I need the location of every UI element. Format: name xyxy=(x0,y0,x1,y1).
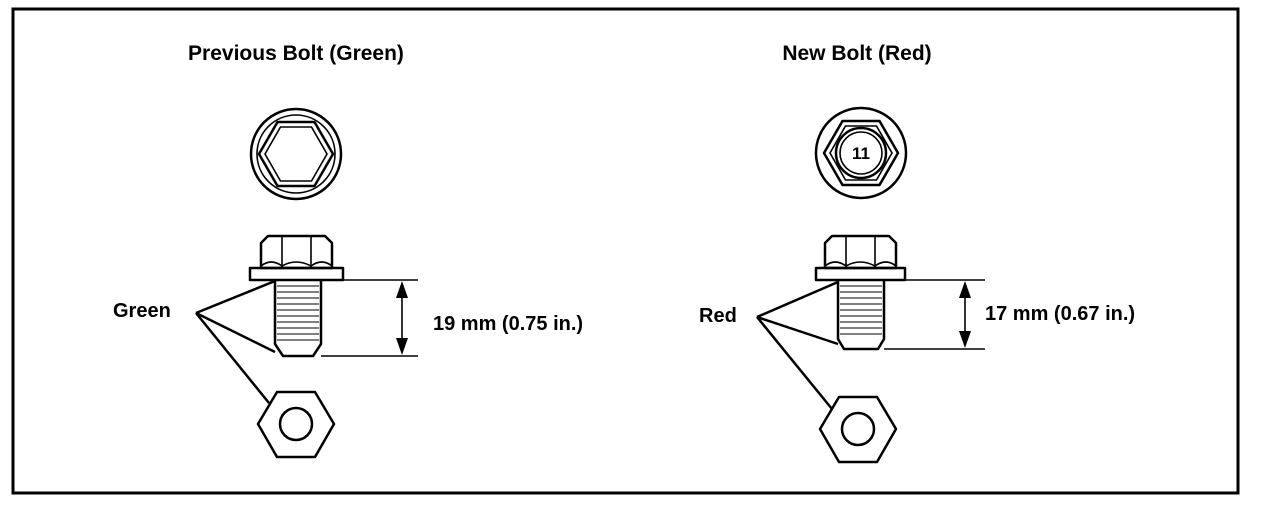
previous-bolt-title: Previous Bolt (Green) xyxy=(188,42,404,65)
diagram-frame xyxy=(11,7,1240,495)
previous-bolt-threads xyxy=(277,285,319,341)
previous-bolt-length-label: 19 mm (0.75 in.) xyxy=(433,313,583,335)
previous-bolt-dimension xyxy=(321,279,418,357)
new-bolt-callout-leaders xyxy=(756,280,839,410)
new-bolt-head-marking: 11 xyxy=(852,144,870,163)
new-bolt-title: New Bolt (Red) xyxy=(782,42,931,65)
new-bolt-callout-label: Red xyxy=(699,305,737,327)
previous-bolt-side-view xyxy=(248,234,345,358)
new-bolt-threads xyxy=(840,285,882,335)
previous-bolt-callout-leaders xyxy=(195,279,276,404)
previous-bolt-top-view xyxy=(249,107,343,201)
new-bolt-bottom-view xyxy=(818,395,898,464)
panel-previous-bolt: Previous Bolt (Green) xyxy=(113,42,583,459)
previous-bolt-bottom-view xyxy=(256,390,336,459)
new-bolt-top-view: 11 xyxy=(814,106,908,200)
new-bolt-length-label: 17 mm (0.67 in.) xyxy=(985,303,1135,325)
new-bolt-side-view xyxy=(814,234,907,351)
new-bolt-dimension xyxy=(884,279,985,350)
previous-bolt-callout-label: Green xyxy=(113,300,171,322)
panel-new-bolt: New Bolt (Red) 11 xyxy=(699,42,1135,464)
